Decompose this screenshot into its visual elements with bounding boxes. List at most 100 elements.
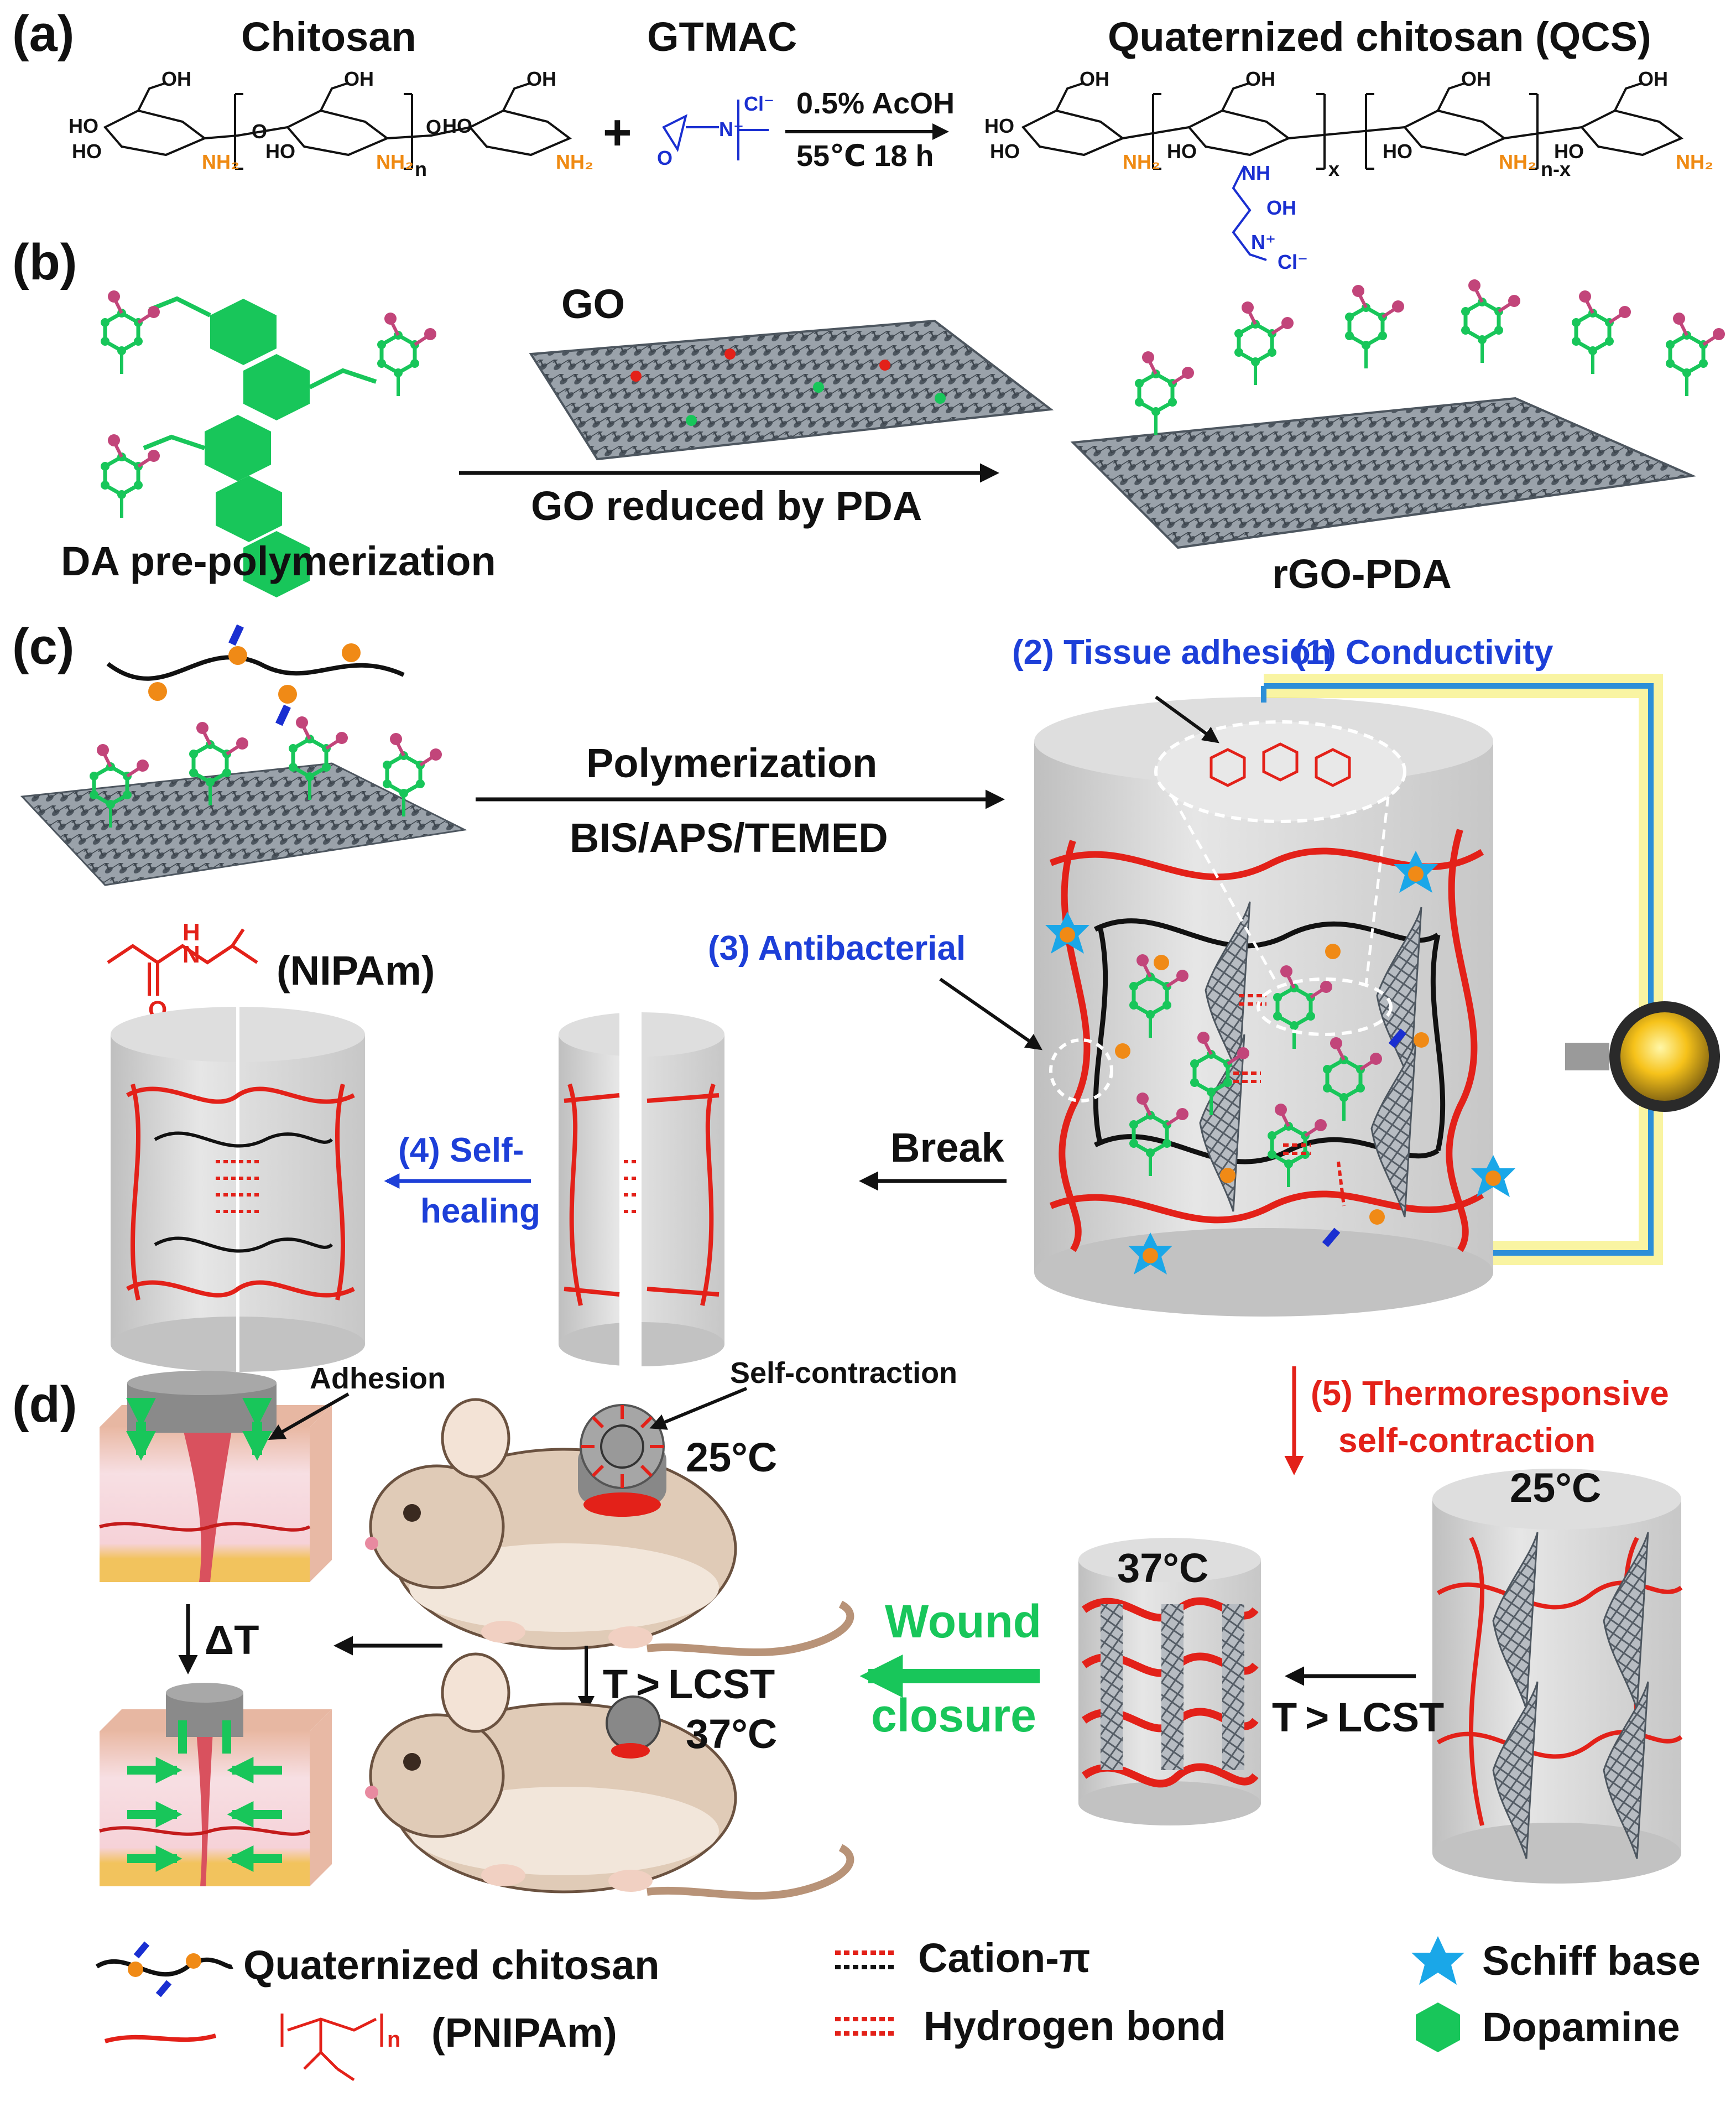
self-contraction-label: Self-contraction: [730, 1356, 957, 1390]
atom-ho: HO: [990, 140, 1020, 163]
self-healing-label-1: (4) Self-: [398, 1131, 524, 1169]
legend-qcs-label: Quaternized chitosan: [243, 1942, 659, 1988]
condition-acoh: 0.5% AcOH: [796, 87, 955, 120]
legend-cation-pi-label: Cation-π: [918, 1935, 1091, 1981]
nipam-structure: [107, 928, 258, 996]
nipam-n: N: [183, 941, 200, 968]
self-contraction-pointer: [649, 1387, 748, 1430]
nipam-h: H: [183, 919, 200, 946]
circuit-wire: [1264, 683, 1654, 1256]
self-healing-label-2: healing: [420, 1192, 540, 1230]
atom-cl: Cl⁻: [744, 92, 774, 115]
hydrogel-37c: [1078, 1538, 1261, 1825]
hydrogel-25c: [1432, 1469, 1683, 1884]
initiator-label: BIS/APS/TEMED: [570, 815, 888, 861]
panel-d-label: (d): [12, 1376, 77, 1433]
atom-nh2: NH₂: [202, 150, 239, 173]
atom-o: O: [252, 120, 267, 143]
legend-hbond-label: Hydrogen bond: [924, 2003, 1226, 2049]
break-label: Break: [890, 1125, 1005, 1171]
legend-schiff-label: Schiff base: [1482, 1938, 1701, 1984]
atom-nh2: NH₂: [1676, 150, 1713, 173]
legend-qcs-swatch: [95, 1957, 233, 1977]
da-prepolymer: [101, 290, 436, 597]
qcs-chain-input: [106, 655, 405, 681]
chitosan-title: Chitosan: [241, 14, 416, 60]
gtmac-structure: [662, 100, 769, 160]
hydrogel-network: [1045, 829, 1515, 1275]
broken-hydrogel: [559, 1012, 724, 1366]
go-oxygen-dots: [630, 348, 946, 426]
qcs-side-chain: [1232, 165, 1267, 261]
atom-oh: OH: [1245, 67, 1275, 90]
atom-ho: HO: [1167, 140, 1197, 163]
legend: Quaternized chitosan n (PNIPAm) Cation-π…: [95, 1935, 1701, 2082]
atom-o: O: [426, 116, 441, 138]
condition-temp-time: 55℃ 18 h: [796, 139, 934, 173]
atom-oh: OH: [1638, 67, 1668, 90]
atom-ho: HO: [1383, 140, 1412, 163]
temp-37c-mouse: 37°C: [686, 1711, 777, 1757]
adhesion-label: Adhesion: [310, 1362, 446, 1395]
legend-pnipam-n: n: [387, 2027, 400, 2052]
panel-b-label: (b): [12, 234, 77, 290]
gtmac-title: GTMAC: [647, 14, 797, 60]
atom-nh: NH: [1242, 162, 1270, 184]
tissue-adhesion-label: (2) Tissue adhesion: [1012, 633, 1332, 672]
mouse-37c: [365, 1652, 854, 1900]
atom-nh2: NH₂: [1123, 150, 1160, 173]
healed-hydrogel: [111, 1007, 365, 1372]
legend-pnipam-structure: [280, 2014, 383, 2082]
nipam-label: (NIPAm): [277, 948, 435, 993]
rgo-pda-input: [20, 762, 467, 886]
thermoresponsive-label-1: (5) Thermoresponsive: [1311, 1375, 1669, 1413]
atom-oh: OH: [161, 67, 191, 90]
atom-o: O: [657, 147, 672, 169]
temp-25c-mouse: 25°C: [686, 1434, 777, 1480]
qcs-title: Quaternized chitosan (QCS): [1108, 14, 1651, 60]
qcs-structure: [1021, 82, 1683, 170]
panel-c-label: (c): [12, 618, 74, 675]
adhesion-pointer-skin: [268, 1392, 350, 1440]
legend-cation-pi-swatch: [835, 1950, 896, 1969]
conductivity-label: (1) Conductivity: [1294, 633, 1553, 672]
delta-t-label: ΔT: [205, 1617, 259, 1663]
atom-nh2: NH₂: [376, 150, 414, 173]
polymerization-label: Polymerization: [586, 740, 877, 786]
skin-block-top: [99, 1371, 332, 1582]
schiff-base-icon: [1411, 1936, 1464, 1985]
atom-ho: HO: [984, 115, 1014, 137]
catechol-icons: [1210, 742, 1351, 787]
catechol-callout: [1154, 720, 1406, 823]
atom-nh2: NH₂: [1499, 150, 1536, 173]
thermoresponsive-label-2: self-contraction: [1338, 1422, 1596, 1460]
atom-cl: Cl⁻: [1278, 251, 1308, 273]
legend-pnipam-label: (PNIPAm): [431, 2010, 617, 2056]
lcst-label-hydrogel: T > LCST: [1272, 1694, 1444, 1740]
atom-oh: OH: [1266, 196, 1296, 219]
temp-25c-cylinder: 25°C: [1510, 1465, 1601, 1511]
rgo-pda-label: rGO-PDA: [1272, 551, 1452, 597]
atom-oh: OH: [1080, 67, 1109, 90]
go-label: GO: [561, 281, 625, 327]
adhesion-pointer: [1155, 695, 1219, 743]
atom-ho: HO: [442, 115, 472, 137]
chitosan-structure: [103, 82, 572, 170]
atom-oh: OH: [344, 67, 374, 90]
skin-block-bottom: [99, 1683, 332, 1886]
legend-hbond-swatch: [835, 2017, 896, 2036]
wound-closure-label-2: closure: [871, 1689, 1036, 1741]
atom-nh2: NH₂: [556, 150, 593, 173]
atom-ho: HO: [69, 115, 98, 137]
atom-oh: OH: [526, 67, 556, 90]
legend-dopamine-label: Dopamine: [1482, 2004, 1680, 2050]
subscript-n: n: [415, 158, 427, 180]
wound-closure-label-1: Wound: [885, 1595, 1041, 1647]
atom-ho: HO: [1554, 140, 1584, 163]
subscript-x: x: [1328, 158, 1339, 180]
atom-ho: HO: [72, 140, 102, 163]
antibacterial-label: (3) Antibacterial: [708, 929, 966, 967]
subscript-n-x: n-x: [1541, 158, 1571, 180]
